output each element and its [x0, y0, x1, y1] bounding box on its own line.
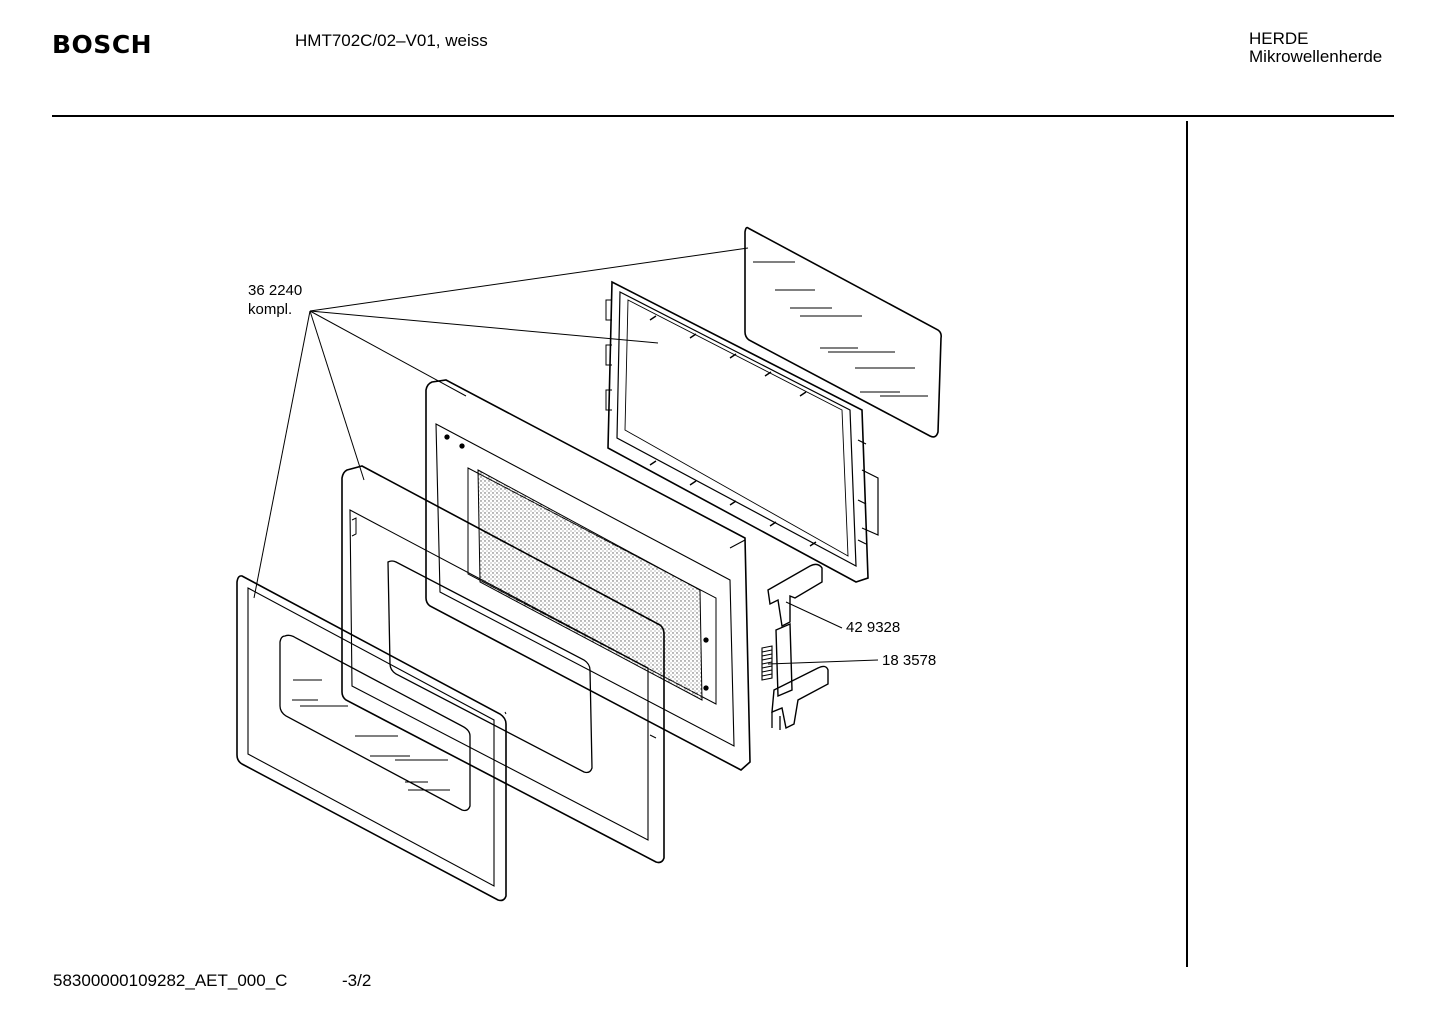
header-rule	[52, 115, 1394, 117]
brand-logo: BOSCH	[52, 30, 153, 59]
part-number-hinge: 42 9328	[846, 619, 900, 636]
outer-front-glass	[236, 575, 507, 902]
door-hinge	[767, 563, 829, 730]
part-note-complete: kompl.	[248, 301, 292, 318]
leader-lines	[253, 247, 879, 665]
side-rule	[1186, 121, 1188, 967]
document-code: 58300000109282_AET_000_C	[53, 971, 288, 990]
page-number: -3/2	[342, 971, 372, 990]
category-line-2: Mikrowellenherde	[1249, 47, 1383, 66]
model-designation: HMT702C/02–V01, weiss	[295, 31, 488, 50]
door-body	[425, 379, 751, 771]
door-spring	[761, 645, 773, 681]
part-number-door-assembly: 36 2240	[248, 282, 302, 299]
inner-frame	[605, 280, 879, 583]
category-line-1: HERDE	[1249, 29, 1309, 48]
product-category: HERDE Mikrowellenherde	[1249, 30, 1382, 66]
part-number-spring: 18 3578	[882, 652, 936, 669]
rear-glass-pane	[744, 226, 942, 438]
front-door-frame	[341, 465, 665, 864]
